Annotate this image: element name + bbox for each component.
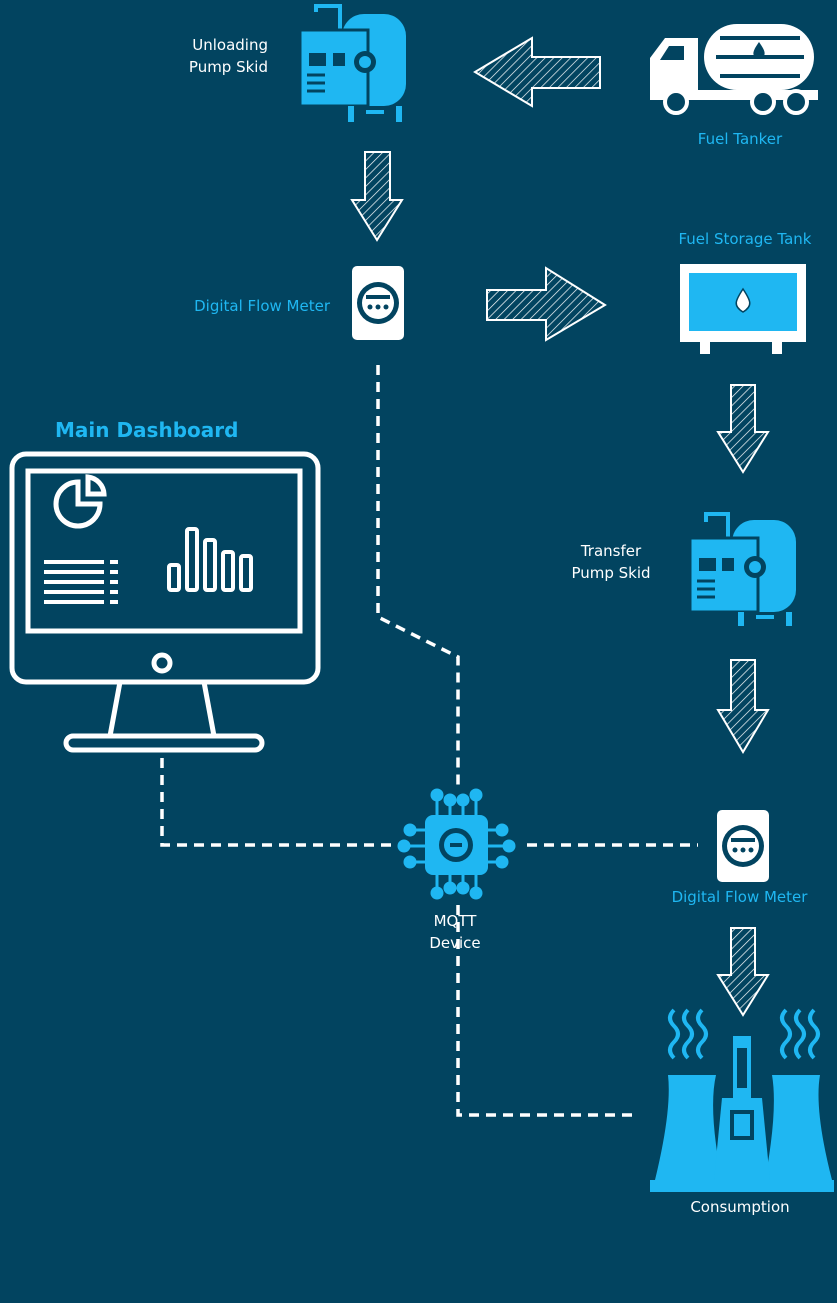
unloading-pump-label-line1: Unloading xyxy=(192,36,268,54)
link-mqtt-to-consumption xyxy=(456,905,632,1117)
iot-chip-icon xyxy=(397,788,516,900)
fuel-tanker-icon xyxy=(650,24,818,115)
mqtt-device-label-line1: MQTT xyxy=(433,912,477,930)
link-meter1-to-mqtt xyxy=(376,365,460,785)
link-dashboard-to-mqtt xyxy=(160,758,398,847)
unloading-pump-label-line2: Pump Skid xyxy=(188,58,268,76)
storage-tank-icon xyxy=(680,264,806,354)
transfer-pump-label-line2: Pump Skid xyxy=(571,564,651,582)
arrow-tank-to-transfer xyxy=(716,384,770,474)
arrow-transfer-to-meter xyxy=(716,659,770,754)
storage-tank-label: Fuel Storage Tank xyxy=(678,230,812,248)
transfer-pump-icon xyxy=(688,512,796,626)
consumption-label: Consumption xyxy=(690,1198,790,1216)
data-links xyxy=(160,365,698,1117)
unloading-pump-icon xyxy=(298,4,406,122)
dashboard-title: Main Dashboard xyxy=(55,418,239,442)
mqtt-device-label: MQTT Device xyxy=(405,910,505,954)
arrow-meter-to-consumption xyxy=(716,927,770,1017)
arrow-pump-to-meter xyxy=(350,151,404,242)
flow-meter-icon-2 xyxy=(717,810,769,882)
fuel-tanker-label: Fuel Tanker xyxy=(697,130,783,148)
transfer-pump-label: Transfer Pump Skid xyxy=(556,540,666,584)
arrow-tanker-to-pump xyxy=(473,36,601,108)
flow-meter-1-label: Digital Flow Meter xyxy=(194,297,330,315)
flow-meter-2-label: Digital Flow Meter xyxy=(671,888,808,906)
transfer-pump-label-line1: Transfer xyxy=(580,542,642,560)
monitor-dashboard-icon xyxy=(9,451,321,753)
unloading-pump-label: Unloading Pump Skid xyxy=(150,34,268,78)
flow-meter-icon-1 xyxy=(352,266,404,340)
power-plant-icon xyxy=(650,1008,834,1192)
mqtt-device-label-line2: Device xyxy=(429,934,481,952)
arrow-meter-to-tank xyxy=(486,266,607,342)
